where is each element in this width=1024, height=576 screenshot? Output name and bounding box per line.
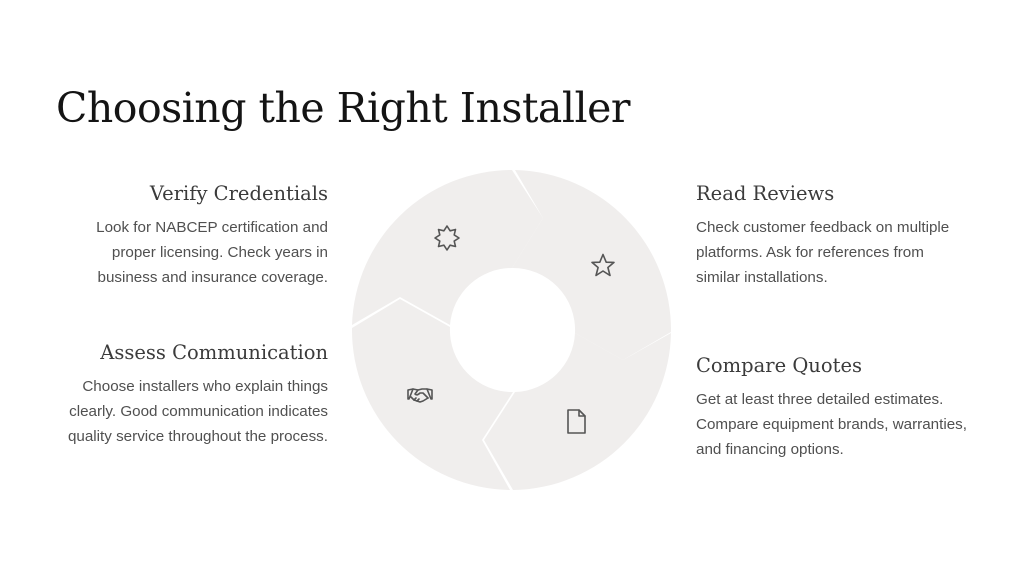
step-heading: Verify Credentials	[149, 182, 328, 205]
cycle-segment-quotes	[484, 333, 671, 490]
badge-icon	[434, 225, 460, 251]
star-icon	[591, 253, 615, 277]
step-description: Look for NABCEP certification and proper…	[96, 219, 328, 286]
process-cycle-diagram	[351, 169, 672, 490]
step-read-reviews: Read Reviews Check customer feedback on …	[696, 181, 968, 290]
step-description: Choose installers who explain things cle…	[67, 378, 328, 445]
cycle-segment-verify	[352, 169, 543, 325]
document-icon	[567, 409, 586, 434]
step-heading: Compare Quotes	[696, 354, 862, 377]
handshake-icon	[407, 388, 433, 403]
step-heading: Read Reviews	[696, 182, 835, 205]
cycle-segment-reviews	[512, 170, 672, 360]
step-heading: Assess Communication	[100, 341, 328, 364]
slide-title: Choosing the Right Installer	[56, 84, 630, 132]
step-assess-communication: Assess Communication Choose installers w…	[56, 340, 328, 449]
step-description: Get at least three detailed estimates. C…	[696, 391, 967, 458]
step-compare-quotes: Compare Quotes Get at least three detail…	[696, 353, 968, 462]
step-verify-credentials: Verify Credentials Look for NABCEP certi…	[56, 181, 328, 290]
step-description: Check customer feedback on multiple plat…	[696, 219, 950, 286]
